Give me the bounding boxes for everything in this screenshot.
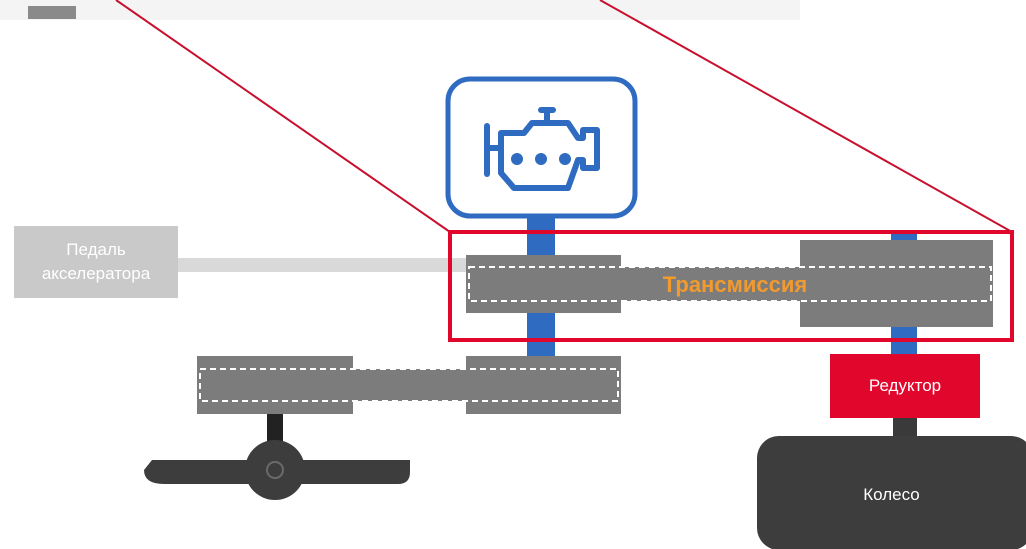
- pedal-link-bar: [178, 258, 468, 272]
- zoom-line-right: [599, 0, 1013, 233]
- upper-belt: [468, 266, 992, 302]
- top-small-block: [28, 6, 76, 19]
- wheel-stem: [893, 418, 917, 438]
- accelerator-pedal-box: [14, 226, 178, 298]
- transmission-frame: [448, 230, 1014, 342]
- steering-wheel-icon: [245, 440, 305, 500]
- engine-icon: [484, 107, 600, 191]
- zoom-line-left: [115, 0, 451, 233]
- transmission-label: Трансмиссия: [662, 272, 808, 297]
- lower-belt: [199, 368, 619, 402]
- engine-box: [445, 76, 638, 219]
- accelerator-pedal-label: Педаль акселератора: [41, 240, 151, 283]
- wheel-label: Колесо: [863, 485, 920, 504]
- steering-stem: [267, 414, 283, 444]
- reducer-label: Редуктор: [868, 376, 942, 395]
- wheel-box: [757, 436, 1026, 549]
- top-image-strip: [0, 0, 800, 20]
- reducer-box: [830, 354, 980, 418]
